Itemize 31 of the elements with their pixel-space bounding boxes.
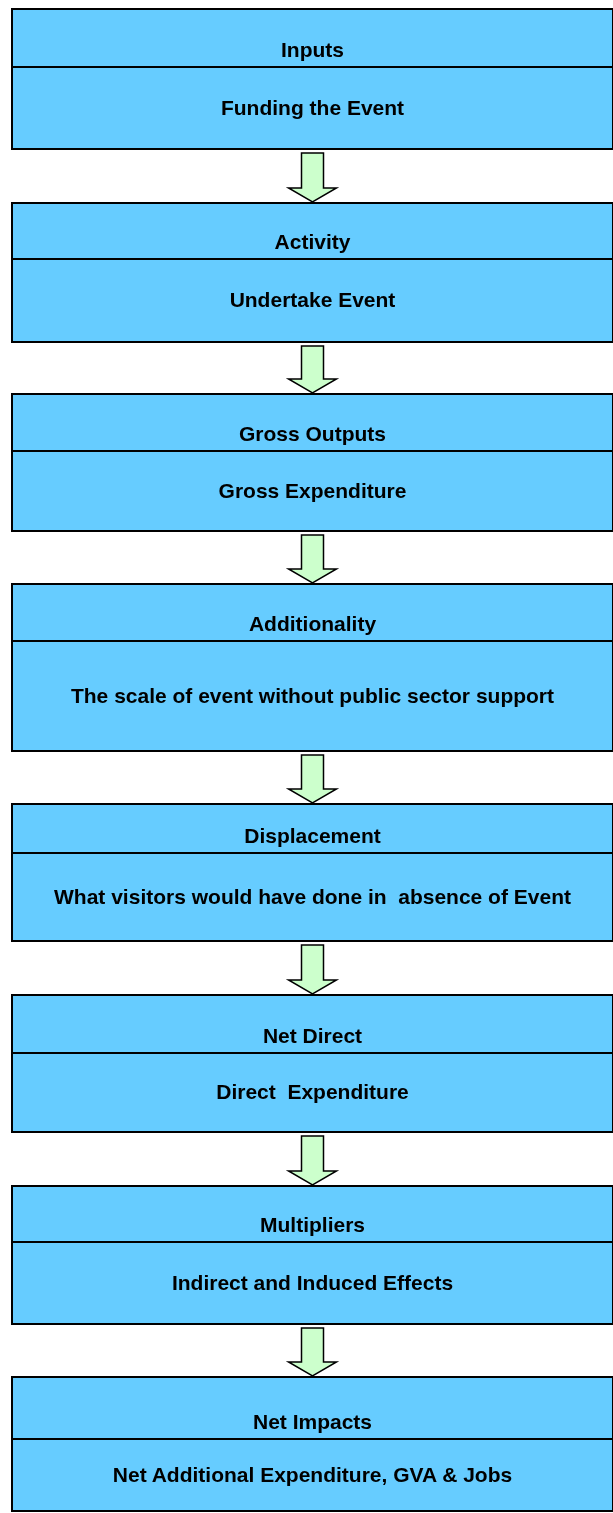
block-arrow [285, 754, 340, 804]
stage-box [11, 803, 613, 942]
stage-heading: Activity [274, 228, 351, 255]
block-arrow [285, 944, 340, 995]
stage-description: The scale of event without public sector support [70, 682, 555, 709]
stage-box [11, 583, 613, 752]
stage-description: Net Additional Expenditure, GVA & Jobs [112, 1461, 513, 1488]
block-arrow [285, 1135, 340, 1186]
stage-description: Direct Expenditure [216, 1079, 409, 1106]
stage-box [11, 1185, 613, 1325]
stage-heading: Inputs [281, 36, 344, 63]
stage-description: What visitors would have done in absence of Event [54, 883, 571, 910]
stage-box [11, 202, 613, 343]
stage-heading: Net Impacts [252, 1408, 372, 1435]
stage-heading: Gross Outputs [239, 420, 386, 447]
stage-heading: Net Direct [262, 1022, 363, 1049]
stage-description: Funding the Event [220, 94, 405, 121]
stage-heading: Multipliers [260, 1211, 365, 1238]
stage-description: Undertake Event [229, 287, 396, 314]
stage-box [11, 8, 613, 150]
stage-description: Indirect and Induced Effects [171, 1269, 454, 1296]
stage-box [11, 994, 613, 1133]
block-arrow [285, 534, 340, 584]
stage-heading: Additionality [248, 610, 377, 637]
block-arrow [285, 152, 340, 203]
block-arrow [285, 345, 340, 394]
stage-box [11, 1376, 613, 1512]
stage-description: Gross Expenditure [218, 477, 407, 504]
stage-heading: Displacement [244, 822, 381, 849]
stage-box [11, 393, 613, 532]
block-arrow [285, 1327, 340, 1377]
